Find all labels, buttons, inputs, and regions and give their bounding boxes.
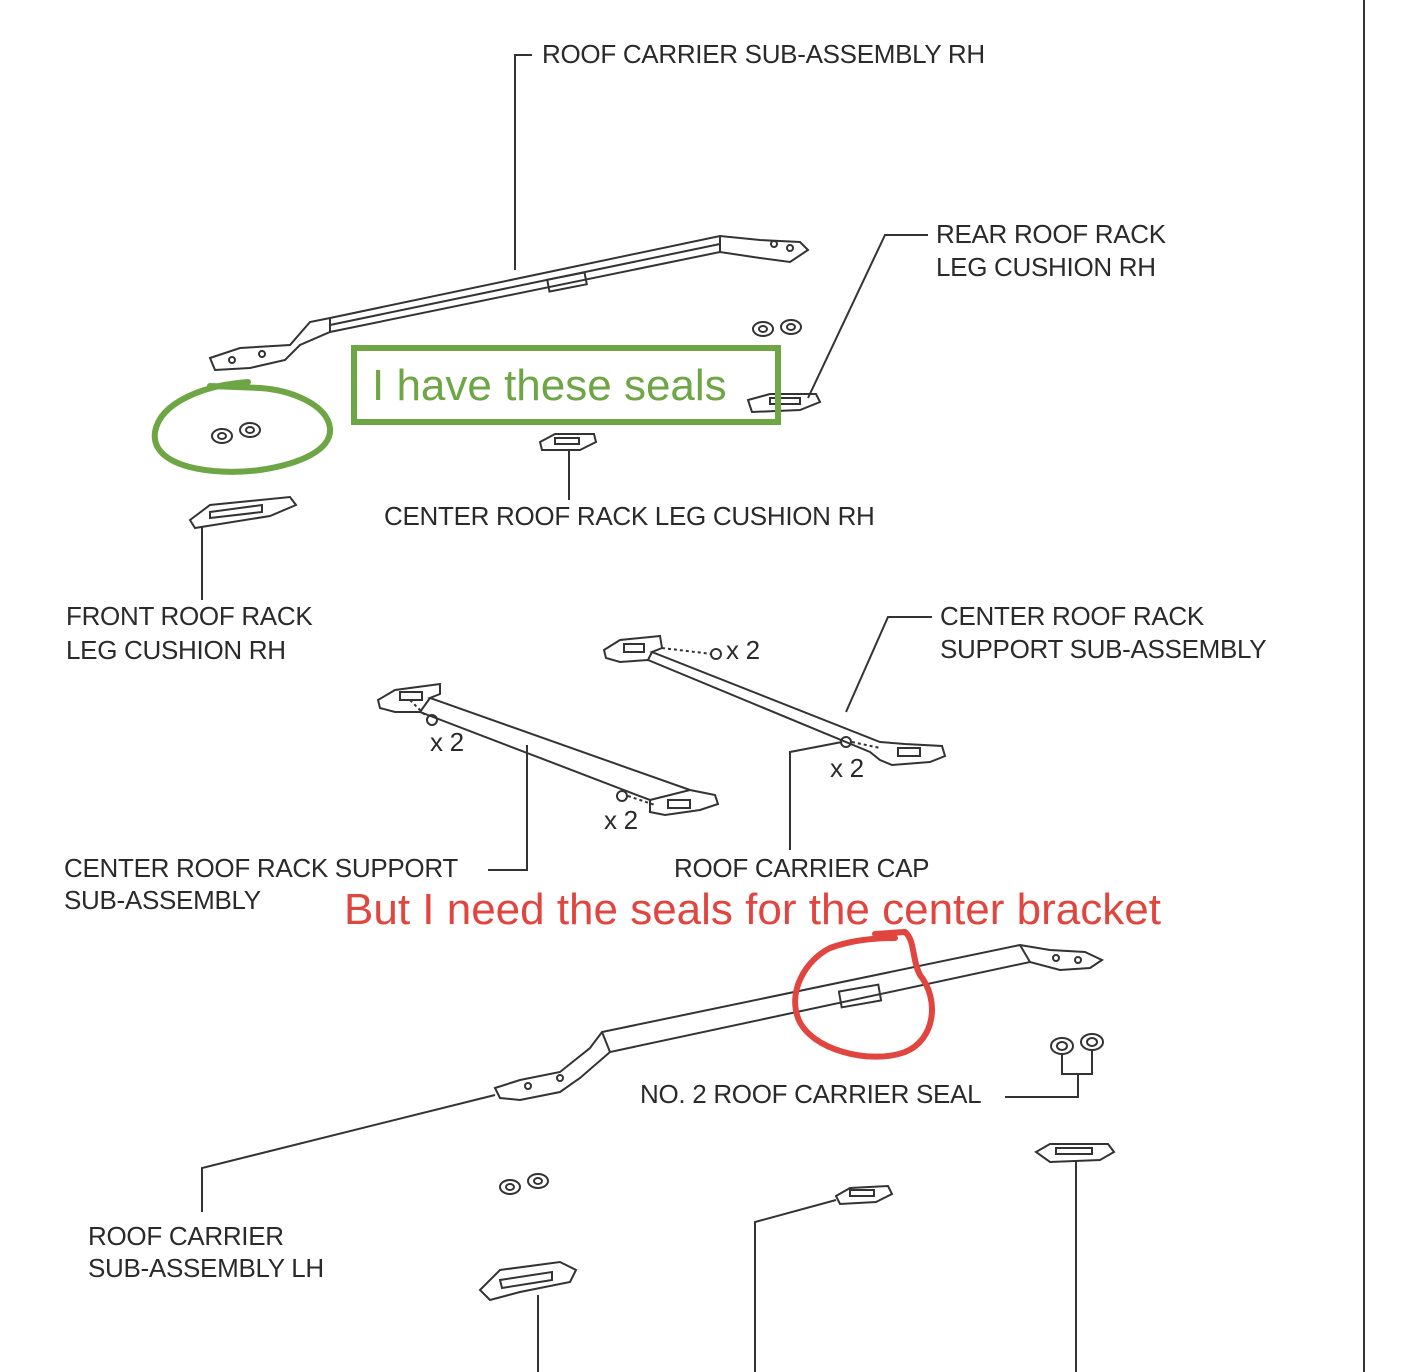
seal-pair-rear-rh [752, 319, 802, 337]
label-front-cushion-rh-line1: FRONT ROOF RACK [66, 601, 313, 631]
green-note-text: I have these seals [372, 361, 727, 410]
label-center-support-left-line1: CENTER ROOF RACK SUPPORT [64, 853, 458, 883]
label-rear-cushion-rh-line2: LEG CUSHION RH [936, 252, 1156, 282]
label-roof-carrier-lh-line1: ROOF CARRIER [88, 1221, 284, 1251]
leader-roof-carrier-lh [201, 1094, 496, 1212]
rear-cushion-lh-part [1034, 1143, 1116, 1164]
label-front-cushion-rh-line2: LEG CUSHION RH [66, 635, 286, 665]
label-rear-cushion-rh-line1: REAR ROOF RACK [936, 219, 1166, 249]
rear-cushion-rh-part [746, 393, 822, 414]
label-center-cushion-rh: CENTER ROOF RACK LEG CUSHION RH [384, 501, 875, 531]
green-markup [151, 345, 781, 475]
roof-carrier-lh-rail [493, 943, 1105, 1102]
green-circle [151, 379, 333, 475]
roof-carrier-rh-rail [208, 234, 810, 372]
label-center-support-right-line2: SUPPORT SUB-ASSEMBLY [940, 634, 1267, 664]
red-circle [792, 928, 935, 1060]
label-center-support-left-line2: SUB-ASSEMBLY [64, 885, 261, 915]
leader-center-support-left [488, 745, 528, 871]
no2-seal-pair [1050, 1033, 1104, 1055]
label-center-support-right-line1: CENTER ROOF RACK [940, 601, 1204, 631]
red-note-text: But I need the seals for the center brac… [344, 885, 1161, 934]
leader-center-cushion-lh [754, 1199, 837, 1372]
center-support-left-part [376, 682, 720, 817]
leader-rear-cushion-rh [807, 234, 928, 399]
label-roof-carrier-rh: ROOF CARRIER SUB-ASSEMBLY RH [542, 39, 985, 69]
label-roof-carrier-lh-line2: SUB-ASSEMBLY LH [88, 1253, 324, 1283]
leader-center-support-right [845, 616, 932, 713]
seal-pair-front-rh [211, 422, 261, 444]
leader-roof-carrier-cap [789, 741, 843, 850]
qty-label-right-bottom: x 2 [830, 753, 864, 783]
green-note-box [351, 345, 781, 425]
leader-roof-carrier-rh [514, 54, 532, 270]
seal-pair-lower-lh [499, 1173, 549, 1195]
center-cushion-rh-part [538, 433, 598, 451]
label-no2-seal: NO. 2 ROOF CARRIER SEAL [640, 1079, 982, 1109]
red-markup [792, 928, 935, 1060]
center-support-right-part [602, 634, 947, 767]
label-roof-carrier-cap: ROOF CARRIER CAP [674, 853, 930, 883]
qty-label-top-right: x 2 [726, 635, 760, 665]
front-cushion-lh-part [478, 1260, 578, 1302]
qty-label-left-top: x 2 [430, 727, 464, 757]
leader-no2-seal [1005, 1074, 1079, 1098]
qty-label-left-bottom: x 2 [604, 805, 638, 835]
front-cushion-rh-part [188, 495, 298, 530]
center-cushion-lh-part [834, 1184, 894, 1206]
